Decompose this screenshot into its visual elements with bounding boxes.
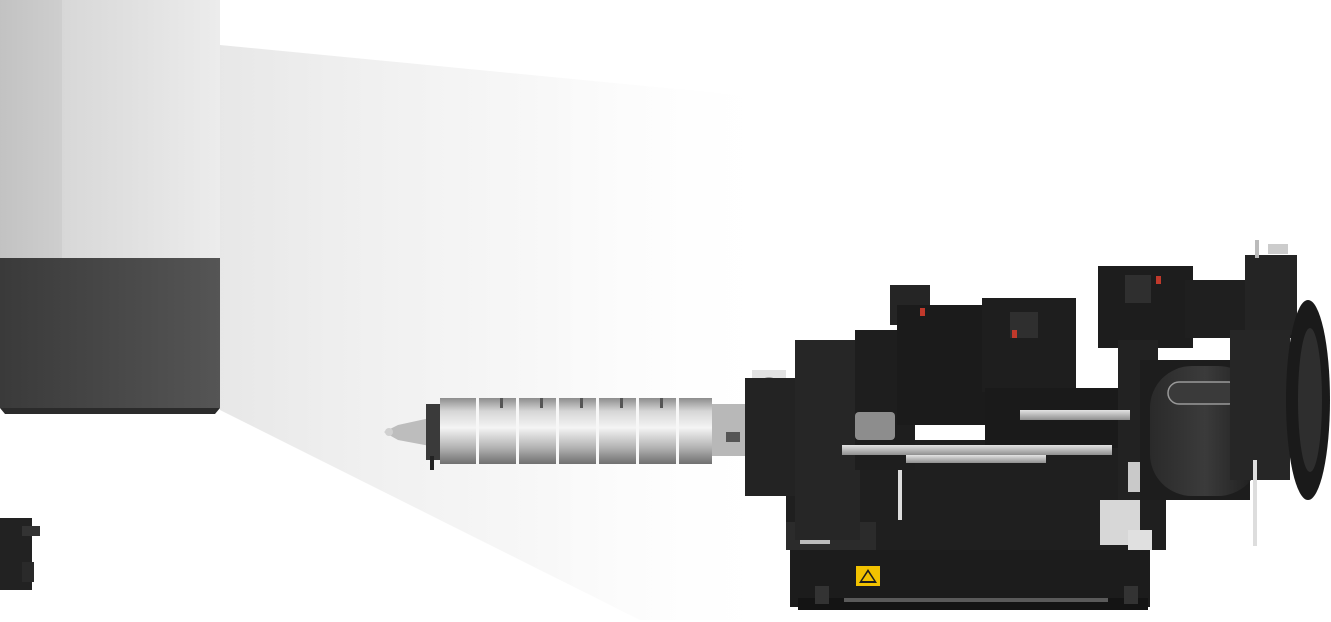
machine-cabinet (0, 0, 220, 414)
machine-body (745, 240, 1330, 610)
light-beam (220, 45, 790, 620)
warning-triangle-icon (856, 566, 880, 586)
floor-bracket (0, 518, 40, 590)
